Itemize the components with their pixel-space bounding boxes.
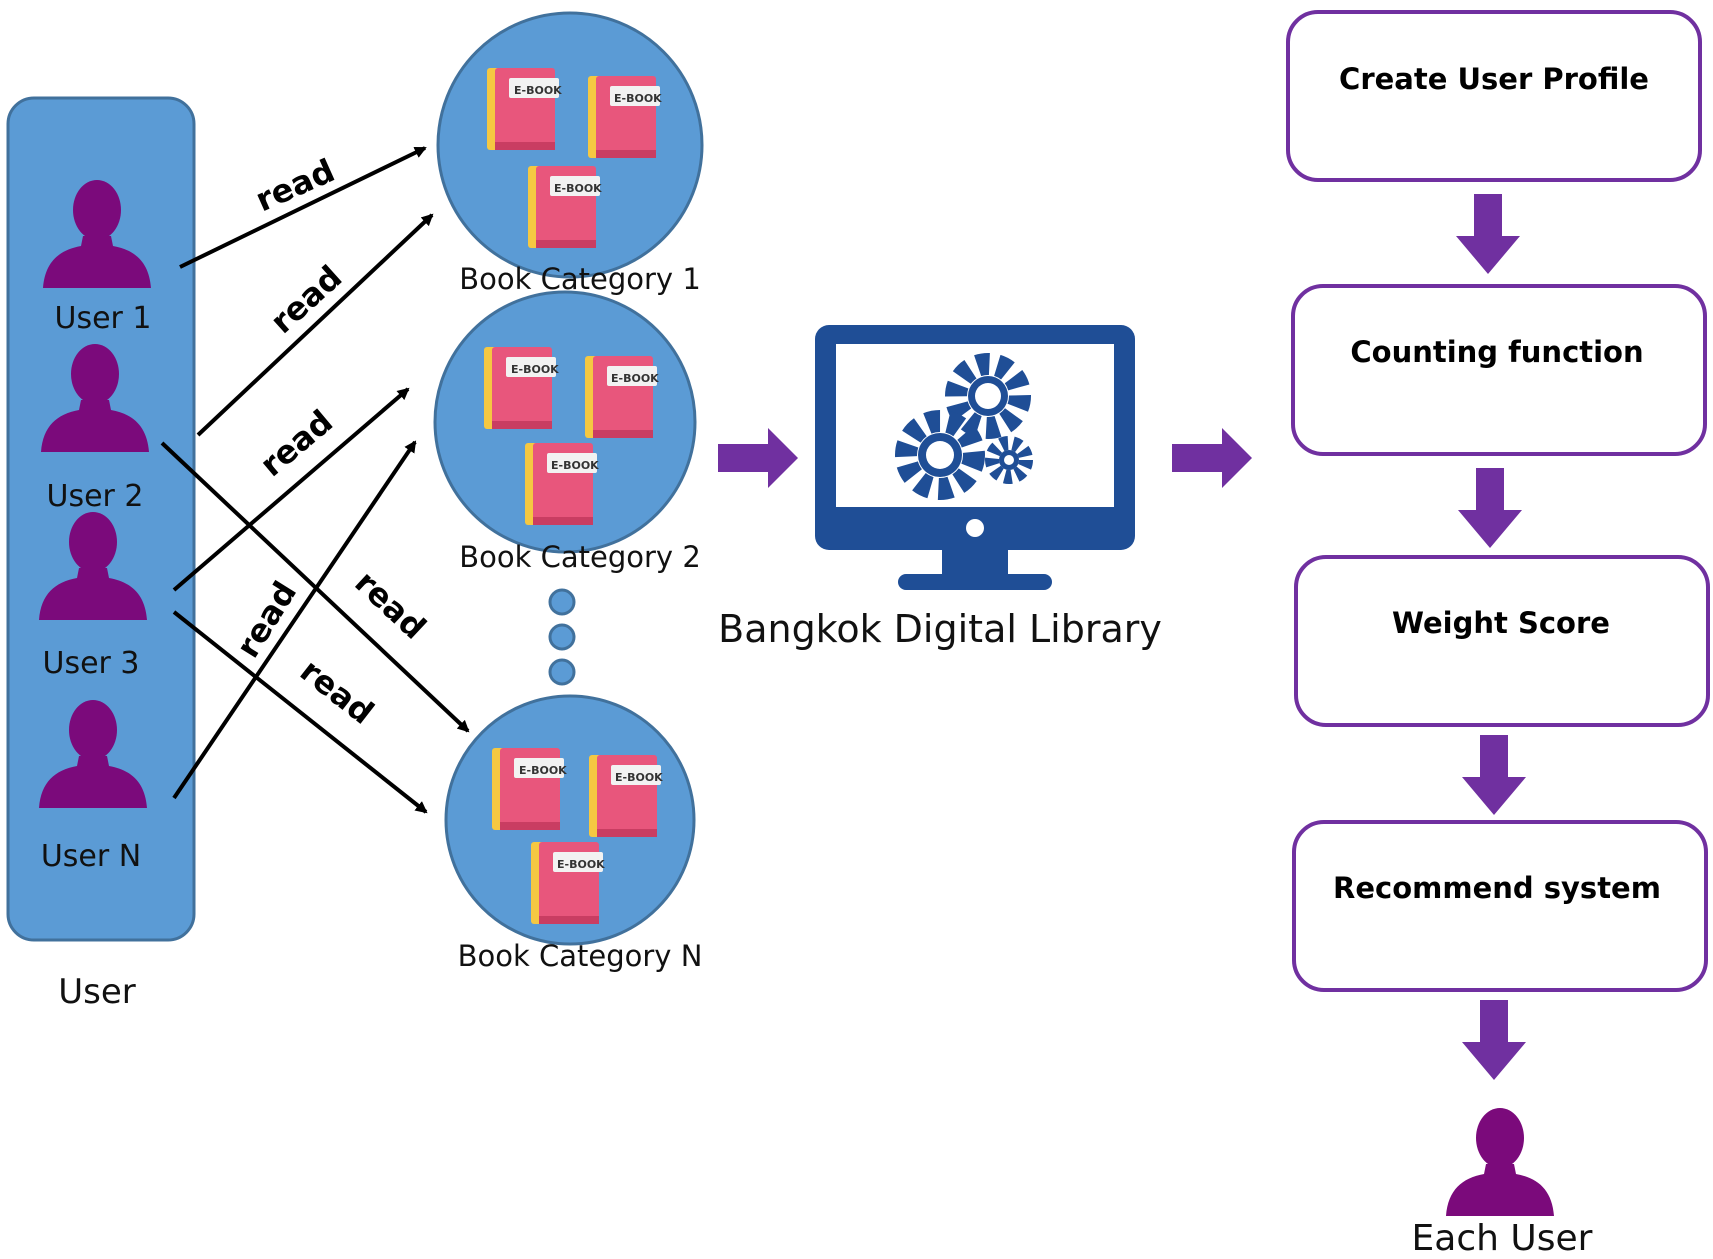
purple-down-arrow-icon [1462,735,1526,815]
read-arrow-usern-cat2 [172,440,417,800]
each-user-label: Each User [1412,1218,1593,1259]
ebook-icon [528,166,600,248]
ebook-tag: E-BOOK [615,771,663,784]
library-label: Bangkok Digital Library [718,607,1162,651]
ebook-tag: E-BOOK [611,372,659,385]
purple-down-arrow-icon [1456,194,1520,274]
step-create-user-profile-label: Create User Profile [1339,62,1649,96]
ellipsis-dot-2 [548,623,576,651]
ebook-tag: E-BOOK [519,764,567,777]
step-counting-function-label: Counting function [1350,335,1643,369]
read-label-3: read [253,402,340,484]
category-2-label: Book Category 2 [459,540,701,574]
ebook-tag: E-BOOK [554,182,602,195]
step-create-user-profile [1286,10,1702,182]
read-label-5: read [348,563,434,647]
ebook-icon [492,748,564,830]
user-panel-title: User [58,972,136,1012]
ebook-tag: E-BOOK [557,858,605,871]
read-arrow-user3-catn [172,610,428,814]
ebook-tag: E-BOOK [614,92,662,105]
purple-block-arrow-icon [718,428,798,488]
category-n-label: Book Category N [458,939,703,973]
step-counting-function [1291,284,1707,456]
user-2-label: User 2 [46,479,143,514]
user-n-label: User N [41,839,141,874]
category-1-label: Book Category 1 [459,262,701,296]
ellipsis-dot-3 [548,658,576,686]
purple-down-arrow-icon [1458,468,1522,548]
ebook-icon [531,842,603,924]
ebook-icon [525,443,597,525]
ellipsis-dot-1 [548,588,576,616]
ebook-icon [588,76,660,158]
ebook-icon [487,68,559,150]
ebook-icon [589,755,661,837]
read-arrow-user3-cat2 [172,387,410,592]
step-weight-score-label: Weight Score [1392,606,1610,640]
read-arrow-user1-cat1 [179,146,427,269]
read-label-6: read [293,651,381,731]
ebook-tag: E-BOOK [511,363,559,376]
ebook-icon [484,347,556,429]
user-3-label: User 3 [42,646,139,681]
each-user-icon [1446,1108,1554,1216]
step-recommend-system [1292,820,1708,992]
read-arrow-user2-catn [160,441,470,733]
read-arrow-user2-cat1 [196,213,434,437]
step-weight-score [1294,555,1710,727]
monitor-gears-icon [815,325,1135,590]
read-label-2: read [263,258,349,341]
user-1-label: User 1 [54,301,151,336]
ebook-tag: E-BOOK [551,459,599,472]
purple-down-arrow-icon [1462,1000,1526,1080]
ebook-icon [585,356,657,438]
step-recommend-system-label: Recommend system [1333,871,1661,905]
purple-block-arrow-icon [1172,428,1252,488]
ebook-tag: E-BOOK [514,84,562,97]
